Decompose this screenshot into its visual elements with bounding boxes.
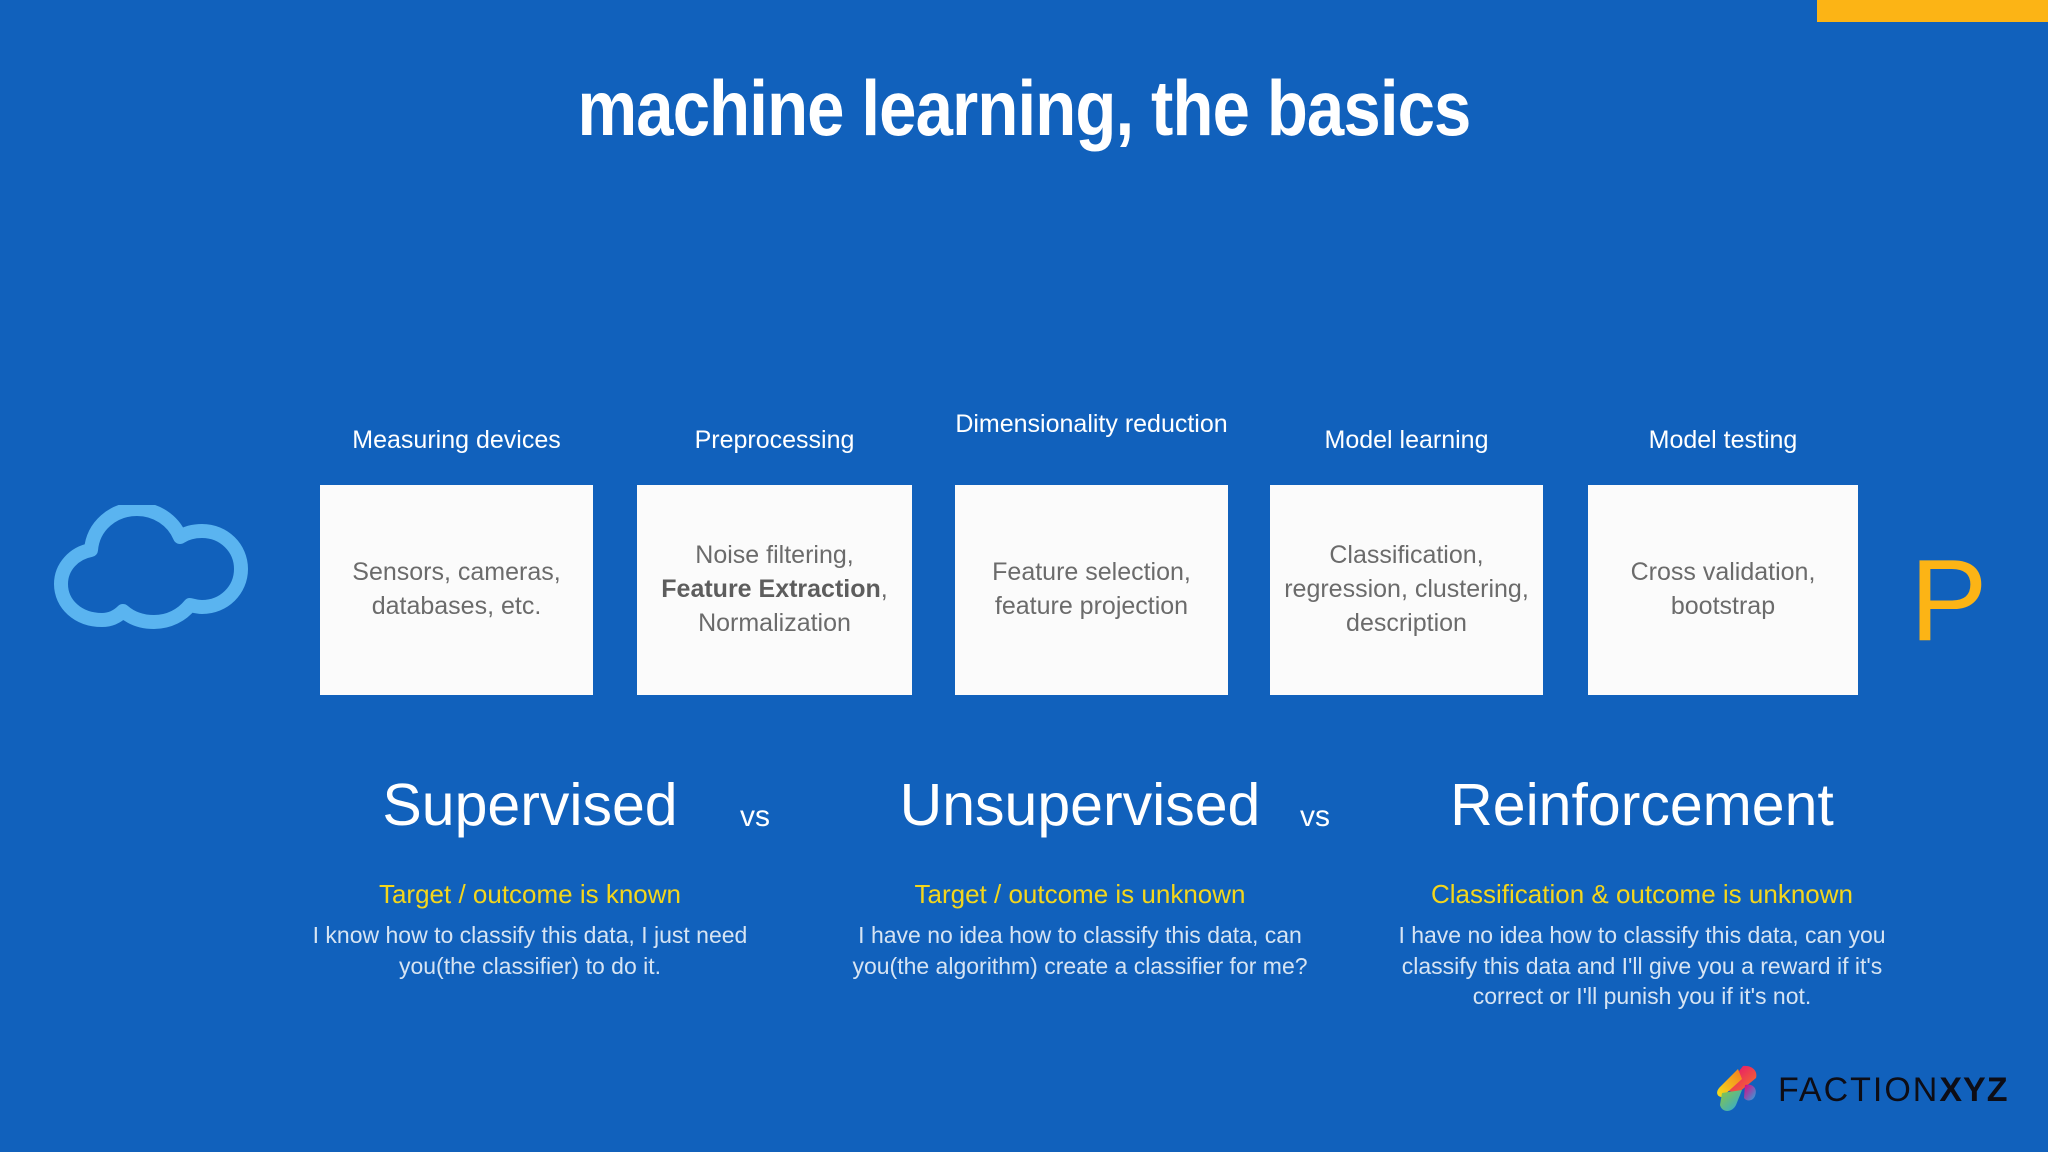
faction-logo-mark-icon — [1712, 1063, 1766, 1117]
stage-box: Sensors, cameras, databases, etc. — [320, 485, 593, 695]
comparison-subtitle: Target / outcome is known — [378, 879, 682, 909]
stage-box: Noise filtering, Feature Extraction, Nor… — [637, 485, 912, 695]
stage-label: Measuring devices — [352, 426, 561, 454]
comparison-heading: Supervised — [382, 772, 678, 838]
comparison-subtitle: Classification & outcome is unknown — [1431, 879, 1853, 909]
stage-label: Preprocessing — [694, 426, 855, 454]
page-title: machine learning, the basics — [577, 64, 1471, 152]
stage-box-text: Classification, regression, clustering, … — [1284, 541, 1529, 637]
stage-box-text: Noise filtering, Feature Extraction, Nor… — [637, 539, 912, 640]
stage-box: Feature selection, feature projection — [955, 485, 1228, 695]
edge-letter-p: P — [1910, 535, 1988, 665]
comparison-heading: Unsupervised — [899, 772, 1261, 838]
stage-box-text: Sensors, cameras, databases, etc. — [352, 558, 561, 620]
stage-box-text-pre: Noise filtering, — [695, 541, 854, 570]
stage-box-text: Cross validation, bootstrap — [1630, 558, 1816, 620]
stage-box-text: Feature selection, feature projection — [992, 558, 1191, 620]
stage-box: Classification, regression, clustering, … — [1270, 485, 1543, 695]
top-right-accent-bar — [1817, 0, 2048, 22]
stage-box-text-post: , Normalization — [698, 575, 888, 637]
cloud-icon — [48, 502, 253, 630]
comparison-description: I have no idea how to classify this data… — [852, 922, 1308, 979]
stage-label: Model learning — [1324, 426, 1489, 454]
stage-label: Dimensionality reduction — [955, 410, 1228, 438]
factionxyz-logo: FACTIONXYZ — [1712, 1062, 2008, 1118]
comparison-description: I have no idea how to classify this data… — [1398, 922, 1886, 1010]
logo-wordmark: FACTIONXYZ — [1778, 1073, 2008, 1107]
comparison-description: I know how to classify this data, I just… — [312, 922, 748, 979]
stage-box-text-bold: Feature Extraction — [661, 575, 881, 604]
stage-label: Model testing — [1648, 426, 1798, 454]
comparison-subtitle: Target / outcome is unknown — [914, 879, 1246, 909]
comparison-separator-2: vs — [1300, 800, 1330, 833]
comparison-separator-1: vs — [740, 800, 770, 833]
stage-box: Cross validation, bootstrap — [1588, 485, 1858, 695]
comparison-heading: Reinforcement — [1450, 772, 1834, 838]
logo-wordmark-light: FACTION — [1778, 1071, 1940, 1109]
logo-wordmark-bold: XYZ — [1939, 1071, 2009, 1109]
